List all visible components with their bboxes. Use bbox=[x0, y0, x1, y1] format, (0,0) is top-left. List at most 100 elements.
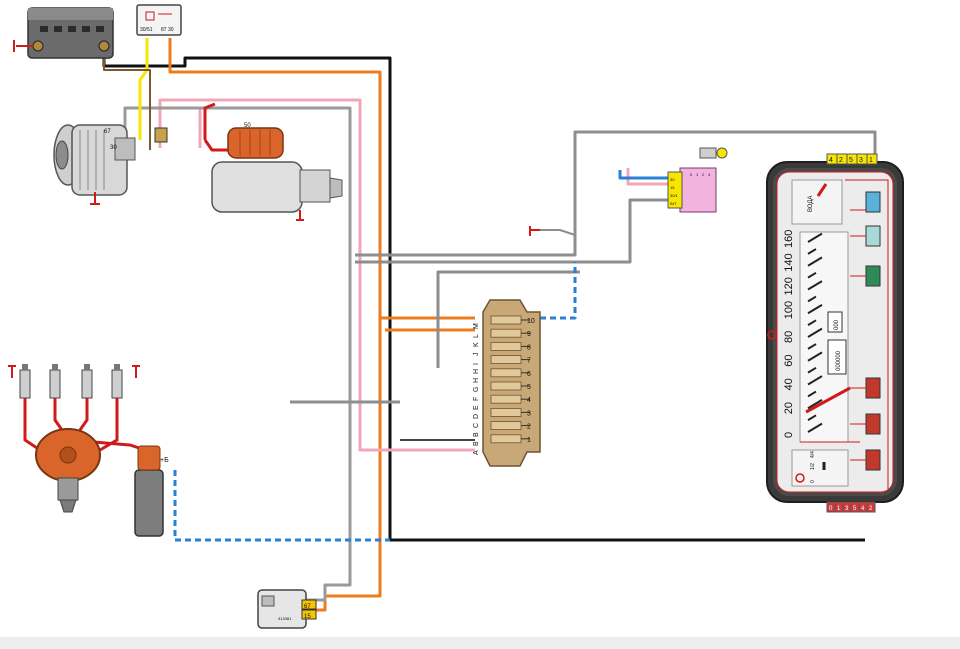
speed-tick bbox=[807, 390, 817, 398]
connector-pin-label: 4 bbox=[861, 506, 865, 512]
speed-scale-label: 40 bbox=[783, 378, 795, 390]
fuse-letter: A bbox=[473, 450, 480, 455]
connector-pin-label: 3 bbox=[859, 157, 863, 164]
fuse-number: 6 bbox=[527, 371, 531, 378]
fuse bbox=[490, 421, 522, 431]
speed-tick bbox=[807, 343, 817, 350]
switch-pin-label: 2 bbox=[702, 172, 705, 177]
warning-lamp-icon bbox=[795, 473, 805, 483]
fuse-number: 2 bbox=[527, 424, 531, 431]
ignition-coil-label: +Б bbox=[160, 457, 169, 464]
footer-bar bbox=[0, 637, 960, 649]
trip-counter: 000 bbox=[834, 319, 840, 330]
fuse-number: 3 bbox=[527, 410, 531, 417]
speed-tick bbox=[807, 351, 823, 362]
fuse-letter: C bbox=[473, 423, 480, 428]
speed-tick bbox=[807, 280, 823, 291]
fuse-letter: B bbox=[473, 432, 480, 437]
wire-orange-fuse bbox=[380, 316, 475, 332]
speed-scale-label: 80 bbox=[783, 331, 795, 343]
lamp-bulb bbox=[716, 147, 728, 159]
wire-orange bbox=[168, 38, 382, 612]
controller-pin-67 bbox=[301, 599, 317, 610]
distributor bbox=[35, 428, 101, 513]
generator-label-30: 30 bbox=[110, 145, 117, 151]
indicator-lamp-green bbox=[865, 265, 881, 287]
connector-pin bbox=[866, 501, 876, 513]
fuse-letter: H bbox=[473, 378, 480, 383]
speed-scale-label: 120 bbox=[783, 277, 795, 295]
indicator-lamp-red bbox=[865, 377, 881, 399]
wire-pink-switch bbox=[626, 168, 680, 186]
wire-black-main bbox=[102, 50, 865, 542]
speed-tick bbox=[807, 232, 823, 243]
switch-row-label: INT bbox=[670, 201, 677, 206]
ignition-coil: +Б bbox=[134, 445, 169, 537]
wire-gray-branch bbox=[540, 229, 576, 236]
wire-pink bbox=[158, 98, 475, 452]
switch-pin-label: 0 bbox=[690, 172, 693, 177]
fuse-letter: K bbox=[473, 342, 480, 347]
fuse-letter: H bbox=[473, 369, 480, 374]
switch-row-label: 30/1 bbox=[670, 193, 679, 198]
fuse-number: 7 bbox=[527, 358, 531, 365]
speedometer-needle bbox=[805, 386, 851, 414]
connector-pin-label: 4 bbox=[829, 157, 833, 164]
odometer-box bbox=[827, 339, 847, 375]
switch-row-label: 15 bbox=[670, 185, 675, 190]
battery bbox=[13, 7, 114, 59]
spark-plug bbox=[49, 364, 61, 399]
fuse-letter: E bbox=[473, 405, 480, 410]
fuse-letter: B bbox=[473, 441, 480, 446]
relay: 30/51 87 30 bbox=[136, 4, 182, 36]
ground-symbol bbox=[529, 226, 540, 236]
fuse-number: 10 bbox=[527, 318, 535, 325]
starter-ground bbox=[296, 210, 304, 221]
wire-gray-left bbox=[123, 106, 352, 602]
connector-pin-label: 2 bbox=[869, 506, 873, 512]
fuse-number: 9 bbox=[527, 331, 531, 338]
spark-plug bbox=[19, 364, 31, 399]
spark-plug bbox=[81, 364, 93, 399]
connector-pin-label: 1 bbox=[869, 157, 873, 164]
fuse bbox=[490, 328, 522, 338]
fuse bbox=[490, 341, 522, 351]
indicator-lamp-red bbox=[865, 449, 881, 471]
generator-label-67: 67 bbox=[104, 129, 111, 135]
spark-plug bbox=[111, 364, 123, 399]
speed-tick bbox=[807, 327, 823, 338]
wire-gray-mid2 bbox=[355, 198, 680, 264]
controller-pin-15 bbox=[301, 609, 317, 620]
speed-tick bbox=[807, 295, 817, 303]
speed-tick bbox=[807, 319, 817, 326]
fuse-number: 4 bbox=[527, 397, 531, 404]
connector-pin-label: 5 bbox=[853, 506, 857, 512]
fuse bbox=[490, 381, 522, 391]
relay-label-right: 87 30 bbox=[161, 27, 174, 33]
fuel-label-full: 4/4 bbox=[810, 451, 816, 458]
speed-tick bbox=[807, 398, 823, 410]
starter: 50 bbox=[211, 123, 343, 221]
speed-scale-label: 160 bbox=[783, 230, 795, 248]
temp-needle bbox=[816, 183, 828, 197]
connector-pin-label: 0 bbox=[829, 506, 833, 512]
odometer: 000000 bbox=[836, 350, 842, 371]
fuse bbox=[490, 407, 522, 417]
wire-pink-2 bbox=[185, 106, 202, 148]
fuse-letter: D bbox=[473, 414, 480, 419]
battery-negative-terminal bbox=[32, 40, 44, 52]
connector-pin-label: 3 bbox=[845, 506, 849, 512]
indicator-lamp-cyan bbox=[865, 225, 881, 247]
ground-symbol bbox=[13, 40, 33, 52]
fuel-gauge bbox=[791, 449, 849, 487]
indicator-lamp-blue bbox=[865, 191, 881, 213]
speed-scale-label: 20 bbox=[783, 402, 795, 414]
wire-blue-switch bbox=[618, 170, 680, 180]
wire-red-starter bbox=[203, 102, 232, 152]
speed-tick bbox=[807, 271, 817, 279]
battery-positive-terminal bbox=[98, 40, 110, 52]
fuse-letter: G bbox=[473, 387, 480, 392]
